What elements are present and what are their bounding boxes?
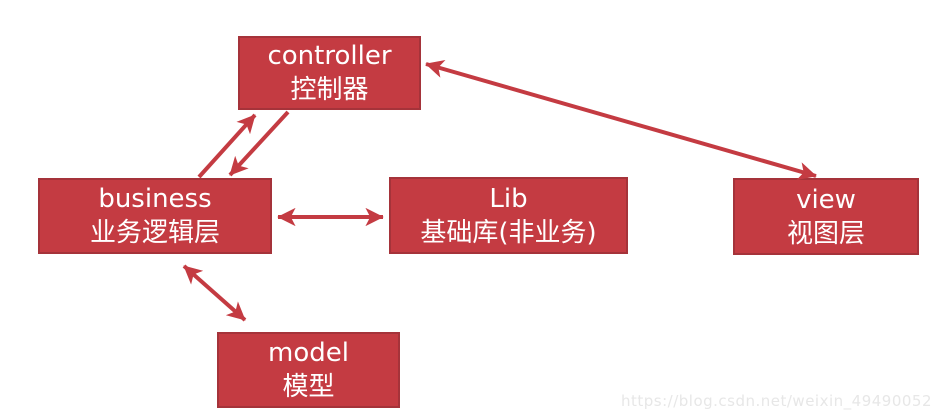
node-model: model 模型 <box>217 332 400 408</box>
watermark-url: https://blog.csdn.net/weixin_49490052 <box>620 392 932 410</box>
edge-controller-to-business-arrow <box>228 110 290 177</box>
node-business: business 业务逻辑层 <box>38 178 272 254</box>
node-model-label-en: model <box>268 338 349 368</box>
node-business-label-en: business <box>98 184 212 214</box>
node-lib-label-en: Lib <box>489 183 528 214</box>
node-business-label-zh: 业务逻辑层 <box>89 218 220 248</box>
node-lib: Lib 基础库(非业务) <box>389 177 628 254</box>
node-controller-label-zh: 控制器 <box>290 75 369 105</box>
edge-controller-view-arrow <box>425 60 817 180</box>
edge-business-model-arrow <box>182 264 247 322</box>
node-lib-label-zh: 基础库(非业务) <box>420 217 597 248</box>
node-controller: controller 控制器 <box>238 36 421 110</box>
node-view-label-zh: 视图层 <box>786 218 865 249</box>
node-view-label-en: view <box>796 184 856 215</box>
edge-business-to-controller-arrow <box>197 113 257 179</box>
node-model-label-zh: 模型 <box>282 372 335 402</box>
node-controller-label-en: controller <box>267 41 392 71</box>
node-view: view 视图层 <box>733 178 919 255</box>
